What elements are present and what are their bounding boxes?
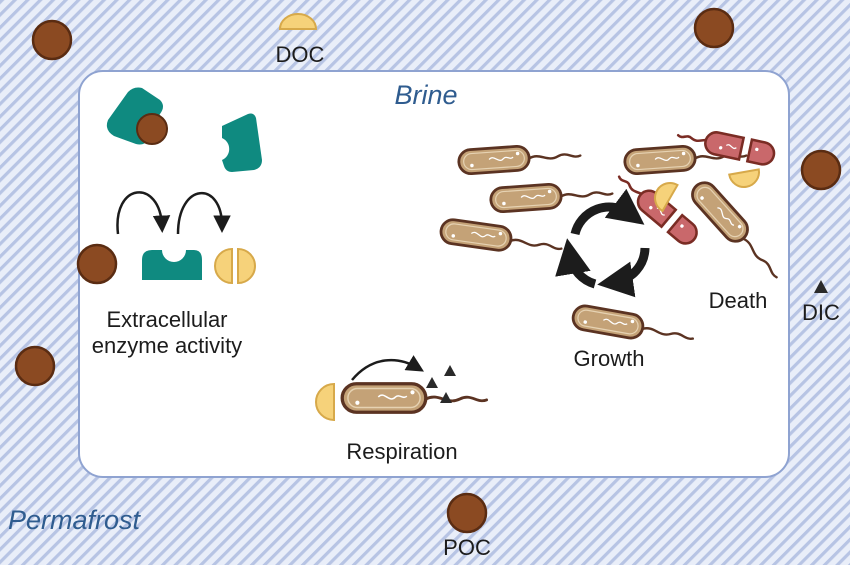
- dic-particle: [814, 280, 828, 293]
- brine-label: Brine: [394, 80, 457, 110]
- respiration-arrow: [351, 355, 425, 381]
- poc-particle-3: [800, 149, 842, 191]
- hydrolyzed-doc: [214, 247, 256, 285]
- poc-particle-4: [14, 345, 56, 387]
- free-enzyme: [222, 113, 262, 172]
- respired-dic-1: [426, 377, 438, 388]
- respired-dic-2: [444, 365, 456, 376]
- enzyme-activity-label-line1: Extracellular: [106, 307, 227, 332]
- doc-particle: [278, 13, 318, 30]
- enzyme-activity-label-line2: enzyme activity: [92, 333, 242, 358]
- poc-particle-5: [446, 492, 488, 534]
- poc-particle-1: [31, 19, 73, 61]
- growth-label: Growth: [574, 346, 645, 371]
- poc-label: POC: [443, 535, 491, 560]
- respiration-doc: [315, 382, 335, 422]
- enzyme-bound: [142, 250, 202, 280]
- growth-cycle-icon: [555, 188, 650, 298]
- dic-label: DIC: [802, 300, 840, 325]
- brine-region: [78, 70, 790, 478]
- substrate-poc: [76, 243, 118, 285]
- doc-label: DOC: [276, 42, 325, 67]
- permafrost-label: Permafrost: [8, 505, 142, 535]
- respiration-label: Respiration: [346, 439, 457, 464]
- enzyme-arrow-2: [176, 192, 231, 235]
- poc-particle-2: [693, 7, 735, 49]
- death-label: Death: [709, 288, 768, 313]
- enzyme-arrow-1: [116, 191, 171, 235]
- respired-dic-3: [440, 392, 452, 403]
- enzyme-with-substrate: [106, 87, 168, 145]
